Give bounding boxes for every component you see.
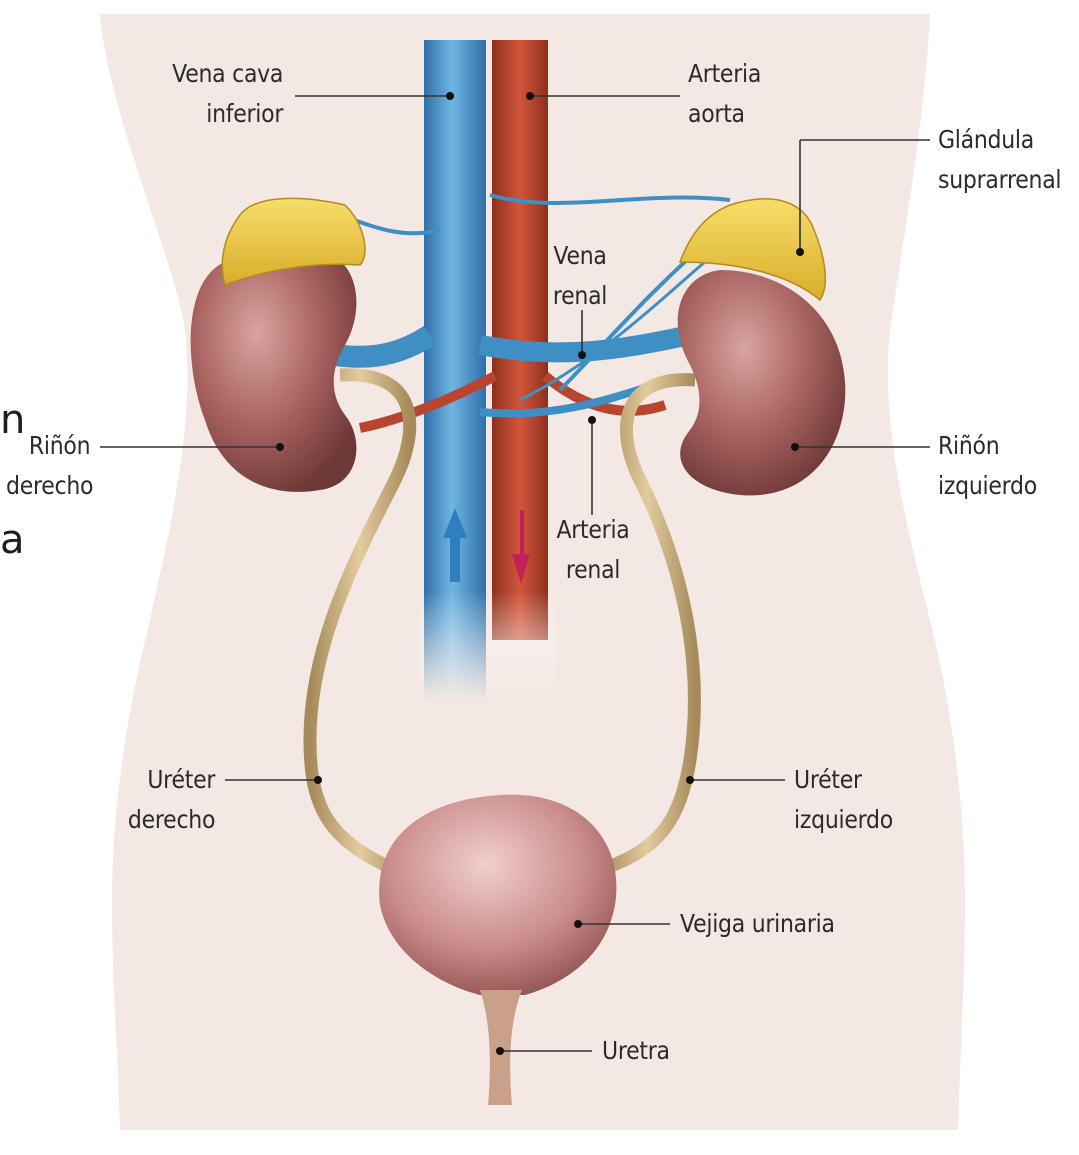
arrow-down-artery [512,510,530,584]
page-text-fragment-1: n [0,397,26,443]
renal-vein-left [478,325,693,363]
label-uretra: Uretra [602,1036,670,1065]
arrow-up-vein [443,508,467,582]
adrenal-gland-left [678,198,826,302]
renal-vein-right [333,325,437,368]
renal-artery-right [359,371,498,433]
kidney-right-shape [190,248,357,492]
ureter-right-shape [303,368,417,876]
ureter-left-shape [597,373,701,877]
page-text-fragment-2: a [0,517,25,563]
renal-artery-left [541,372,667,416]
bladder-shape [379,794,617,995]
kidney-left-shape [677,270,846,496]
adrenal-gland-right [221,197,366,286]
label-vejiga-urinaria: Vejiga urinaria [680,909,835,938]
